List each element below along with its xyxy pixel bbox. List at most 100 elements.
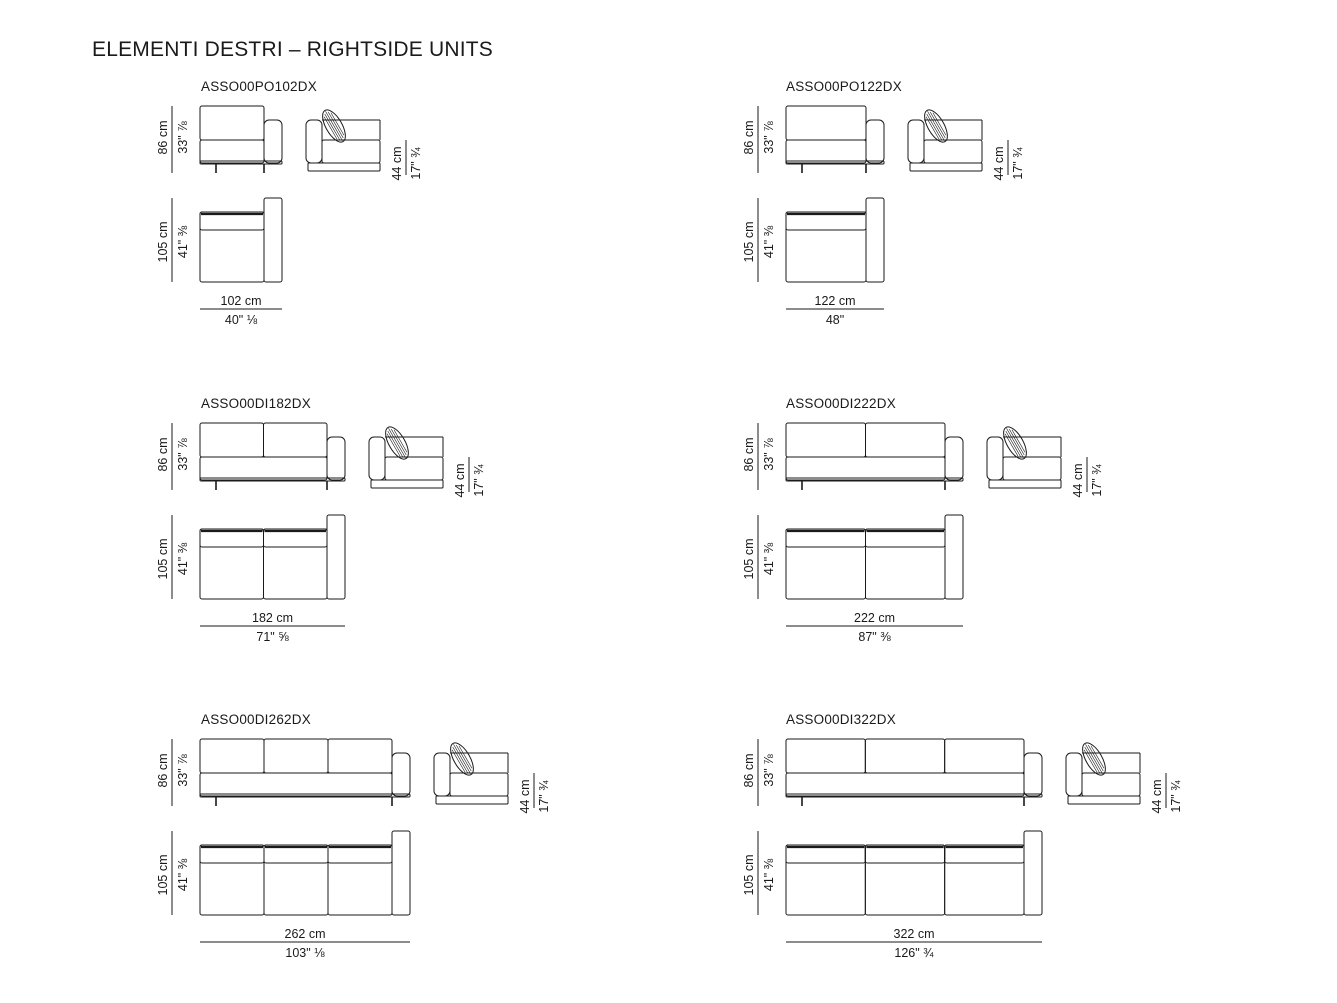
height-inch-label: 33" ⅞ — [762, 121, 776, 154]
back-pillow — [924, 109, 948, 143]
seat-plan — [785, 528, 866, 600]
back-cushion — [785, 105, 867, 141]
side-plinth — [307, 162, 381, 172]
seat-plan — [199, 528, 264, 600]
pillow-stripe — [929, 111, 946, 139]
armrest — [1023, 752, 1043, 797]
height-cm-label: 86 cm — [156, 437, 170, 471]
depth-inch-label: 41" ⅜ — [762, 542, 776, 575]
seat-plan — [944, 844, 1025, 916]
height-cm-label: 86 cm — [742, 753, 756, 787]
side-armrest — [907, 119, 925, 164]
pillow-stripe — [387, 430, 404, 458]
seat-plan — [785, 844, 866, 916]
armrest — [865, 119, 885, 164]
side-seat — [449, 772, 509, 797]
front-view — [785, 105, 885, 173]
plan-view — [785, 197, 885, 283]
width-cm-label: 102 cm — [221, 294, 262, 308]
pillow-stripe — [1006, 428, 1024, 458]
pillow-stripe — [323, 116, 338, 140]
pillow-stripe — [1008, 428, 1025, 456]
pillow-stripe — [1083, 749, 1098, 773]
back-pillow — [1003, 426, 1027, 460]
plan-view — [199, 514, 346, 600]
back-cushion — [944, 738, 1025, 774]
side-seat — [384, 456, 444, 481]
width-cm-label: 122 cm — [815, 294, 856, 308]
seat-plan — [199, 211, 265, 283]
depth-inch-label: 41" ⅜ — [762, 858, 776, 891]
pillow-outline — [924, 109, 948, 143]
seat-plan — [865, 528, 946, 600]
side-armrest — [986, 436, 1004, 481]
pillow-stripe — [388, 428, 406, 458]
base-plinth — [785, 477, 964, 482]
pillow-stripe — [927, 111, 945, 141]
depth-inch-label: 41" ⅜ — [176, 225, 190, 258]
side-plinth — [988, 479, 1062, 489]
height-cm-label: 86 cm — [156, 120, 170, 154]
pillow-stripe — [390, 428, 407, 456]
pillow-outline — [322, 109, 346, 143]
side-seat — [1081, 772, 1141, 797]
seat-cushion — [199, 139, 265, 164]
front-view — [785, 422, 964, 490]
armrest-plan — [865, 197, 885, 283]
back-pillow — [322, 109, 346, 143]
back-cushion — [785, 422, 866, 458]
width-cm-label: 262 cm — [285, 927, 326, 941]
pillow-stripe — [1005, 430, 1022, 458]
back-pillow — [1082, 742, 1106, 776]
unit-code: ASSO00DI182DX — [201, 396, 311, 411]
depth-cm-label: 105 cm — [156, 539, 170, 580]
seat-cushion — [785, 139, 867, 164]
back-cushion — [785, 738, 866, 774]
armrest — [391, 752, 411, 797]
armrest — [326, 436, 346, 481]
pillow-stripe — [1011, 429, 1026, 453]
pillow-stripe — [925, 116, 940, 140]
seat-height-inch-label: 17" ¾ — [409, 147, 423, 180]
unit-code: ASSO00DI222DX — [786, 396, 896, 411]
seat-cushion — [199, 456, 328, 481]
back-cushion — [199, 738, 265, 774]
pillow-stripe — [453, 744, 471, 774]
pillow-stripe — [458, 745, 473, 769]
width-inch-label: 40" ⅛ — [225, 313, 258, 327]
seat-cushion — [785, 456, 946, 481]
plan-view — [199, 830, 411, 916]
height-cm-label: 86 cm — [742, 437, 756, 471]
pillow-stripe — [327, 111, 344, 139]
height-cm-label: 86 cm — [742, 120, 756, 154]
back-cushion — [263, 738, 329, 774]
pillow-stripe — [455, 744, 472, 772]
width-cm-label: 322 cm — [894, 927, 935, 941]
pillow-stripe — [325, 111, 343, 141]
back-cushion — [199, 422, 264, 458]
side-armrest — [433, 752, 451, 797]
width-inch-label: 126" ¾ — [894, 946, 934, 960]
armrest-plan — [391, 830, 411, 916]
pillow-stripe — [386, 433, 401, 457]
pillow-stripe — [1084, 746, 1101, 774]
width-inch-label: 48" — [826, 313, 844, 327]
armrest-plan — [1023, 830, 1043, 916]
back-cushion — [864, 738, 946, 774]
back-cushion — [327, 738, 393, 774]
seat-height-cm-label: 44 cm — [390, 146, 404, 180]
seat-height-inch-label: 17" ¾ — [1011, 147, 1025, 180]
depth-cm-label: 105 cm — [742, 222, 756, 263]
base-plinth — [785, 160, 885, 165]
armrest — [944, 436, 964, 481]
pillow-stripe — [1087, 744, 1104, 772]
front-view — [199, 105, 283, 173]
seat-plan — [864, 844, 946, 916]
back-cushion — [199, 105, 265, 141]
seat-height-inch-label: 17" ¾ — [537, 780, 551, 813]
